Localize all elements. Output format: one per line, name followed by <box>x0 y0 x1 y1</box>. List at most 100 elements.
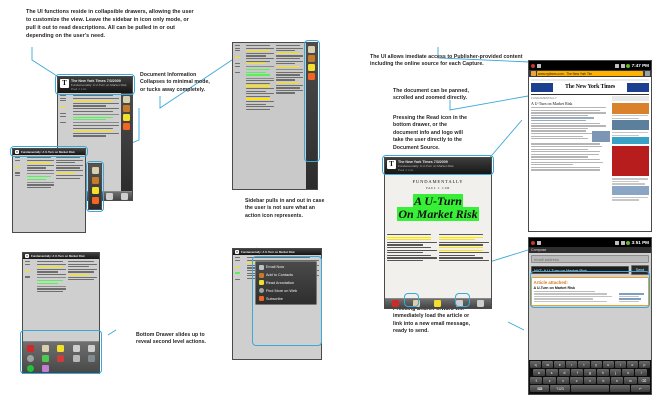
folder-icon[interactable] <box>413 300 421 307</box>
read-icon[interactable] <box>455 300 463 307</box>
menu-item-find-more-on-web[interactable]: Find More on Web <box>257 287 315 295</box>
key-y[interactable]: y <box>590 361 602 368</box>
menu-item-add-to-contacts[interactable]: Add to Contacts <box>257 271 315 279</box>
document-info-minimal[interactable]: T Fundamentally: A U-Turn on Market Risk <box>23 253 99 259</box>
shift-key[interactable]: ⇧ <box>530 377 543 384</box>
menu-item-email-now[interactable]: Email Now <box>257 264 315 272</box>
on-screen-keyboard[interactable]: q w e r t y u i o p a s d f g h <box>529 360 651 394</box>
device-reader-expanded-drawer[interactable]: T Fundamentally: A U-Turn on Market Risk <box>22 252 100 374</box>
folder-icon[interactable] <box>308 46 315 53</box>
key-d[interactable]: d <box>558 369 571 376</box>
key-z[interactable]: z <box>543 377 556 384</box>
document-info-minimal[interactable]: T Fundamentally: A U-Turn on Market Risk <box>13 149 85 155</box>
person-icon[interactable] <box>123 105 130 112</box>
to-field[interactable]: email address <box>531 255 649 263</box>
keyboard-row-3[interactable]: ⇧ z x c v b n m ⌫ <box>530 377 650 384</box>
search-icon[interactable] <box>27 355 35 362</box>
pen-icon[interactable] <box>57 345 65 352</box>
key-m[interactable]: m <box>624 377 637 384</box>
help-icon[interactable] <box>87 355 95 362</box>
person-icon[interactable] <box>91 177 99 184</box>
key-r[interactable]: r <box>566 361 578 368</box>
bookmark-icon[interactable] <box>644 71 650 76</box>
key-a[interactable]: a <box>532 369 545 376</box>
publisher-logo-icon[interactable]: T <box>25 254 29 258</box>
folder-icon[interactable] <box>123 96 130 103</box>
url-input[interactable]: www.nytimes.com - The New York Tim <box>537 71 643 76</box>
book-icon[interactable] <box>57 355 65 362</box>
key-h[interactable]: h <box>596 369 609 376</box>
sidebar-icon-rail[interactable] <box>121 93 132 193</box>
key-l[interactable]: l <box>635 369 648 376</box>
menu-item-read-annotation[interactable]: Read Annotation <box>257 279 315 287</box>
home-icon[interactable] <box>476 300 484 307</box>
home-icon[interactable] <box>121 192 129 200</box>
folder-icon[interactable] <box>91 167 99 174</box>
image-icon[interactable] <box>42 365 49 372</box>
key-q[interactable]: q <box>530 361 542 368</box>
symbols-key[interactable]: ?123 <box>550 385 570 392</box>
bottom-drawer-expanded[interactable] <box>23 341 99 373</box>
key-c[interactable]: c <box>570 377 583 384</box>
doc-icon[interactable] <box>72 345 80 352</box>
keyboard-row-1[interactable]: q w e r t y u i o p <box>530 361 650 368</box>
period-key[interactable] <box>610 385 630 392</box>
publisher-logo-icon[interactable]: T <box>60 78 69 88</box>
pen-icon[interactable] <box>308 64 315 71</box>
attachment-card[interactable]: Article attached: A U-Turn on Market Ris… <box>531 277 649 307</box>
document-info-header[interactable]: T The New York Times 7/3/2009 Fundamenta… <box>385 158 491 174</box>
pen-icon[interactable] <box>123 114 130 121</box>
device-reader-context-menu[interactable]: T Fundamentally: A U-Turn on Market Risk <box>232 248 322 360</box>
subject-field[interactable]: NYT: A U-Turn on Market Risk <box>531 266 629 274</box>
key-b[interactable]: b <box>597 377 610 384</box>
keyboard-row-2[interactable]: a s d f g h j k l <box>530 369 650 376</box>
key-p[interactable]: p <box>638 361 650 368</box>
rss-icon[interactable] <box>123 123 130 130</box>
key-g[interactable]: g <box>584 369 596 376</box>
device-compose[interactable]: 3:51 PM Compose email address NYT: A U-T… <box>528 237 652 395</box>
device-reader-tall[interactable] <box>232 42 318 190</box>
publisher-logo-icon[interactable]: T <box>387 159 396 169</box>
web-page-nytimes[interactable]: The New York Times FUNDAMENTALLY A U-Tur… <box>529 77 651 231</box>
flag-icon[interactable] <box>392 300 400 307</box>
enter-key[interactable]: ↵ <box>630 385 650 392</box>
doc-icon[interactable] <box>106 192 114 200</box>
key-o[interactable]: o <box>626 361 638 368</box>
money-icon[interactable] <box>27 365 34 372</box>
device-reader-collapsed-header[interactable]: T Fundamentally: A U-Turn on Market Risk <box>12 148 86 233</box>
browser-url-bar[interactable]: www.nytimes.com - The New York Tim <box>529 70 651 77</box>
key-v[interactable]: v <box>583 377 597 384</box>
key-x[interactable]: x <box>556 377 570 384</box>
document-info-header[interactable]: T The New York Times 7/3/2009 Fundamenta… <box>58 77 132 93</box>
publisher-logo-icon[interactable]: T <box>15 150 19 154</box>
sidebar-icon-rail[interactable] <box>306 43 317 189</box>
flag-icon[interactable] <box>27 345 35 352</box>
rss-icon[interactable] <box>91 197 99 204</box>
key-n[interactable]: n <box>610 377 624 384</box>
key-t[interactable]: t <box>578 361 590 368</box>
space-key[interactable] <box>570 385 610 392</box>
keyboard-toggle-key[interactable]: ⌨ <box>530 385 550 392</box>
rss-icon[interactable] <box>308 73 315 80</box>
backspace-key[interactable]: ⌫ <box>637 377 650 384</box>
bottom-drawer[interactable] <box>385 298 491 308</box>
keyboard-row-4[interactable]: ⌨ ?123 ↵ <box>530 385 650 392</box>
device-sidebar-rail-detail[interactable] <box>88 163 102 210</box>
context-menu[interactable]: Email Now Add to Contacts Read Annotatio… <box>255 261 317 305</box>
person-icon[interactable] <box>308 55 315 62</box>
key-f[interactable]: f <box>571 369 584 376</box>
pen-icon[interactable] <box>91 187 99 194</box>
key-e[interactable]: e <box>554 361 566 368</box>
device-reader-large[interactable]: T The New York Times 7/3/2009 Fundamenta… <box>384 157 492 309</box>
key-k[interactable]: k <box>622 369 635 376</box>
publisher-logo-icon[interactable]: T <box>235 250 239 254</box>
list-icon[interactable] <box>42 355 50 362</box>
key-j[interactable]: j <box>609 369 622 376</box>
folder-icon[interactable] <box>42 345 50 352</box>
pen-icon[interactable] <box>434 300 442 307</box>
send-button[interactable]: Send <box>631 265 649 275</box>
menu-item-subscribe[interactable]: Subscribe <box>257 295 315 303</box>
sound-icon[interactable] <box>72 355 80 362</box>
document-info-minimal[interactable]: T Fundamentally: A U-Turn on Market Risk <box>233 249 321 255</box>
device-browser[interactable]: 7:47 PM www.nytimes.com - The New York T… <box>528 60 652 232</box>
